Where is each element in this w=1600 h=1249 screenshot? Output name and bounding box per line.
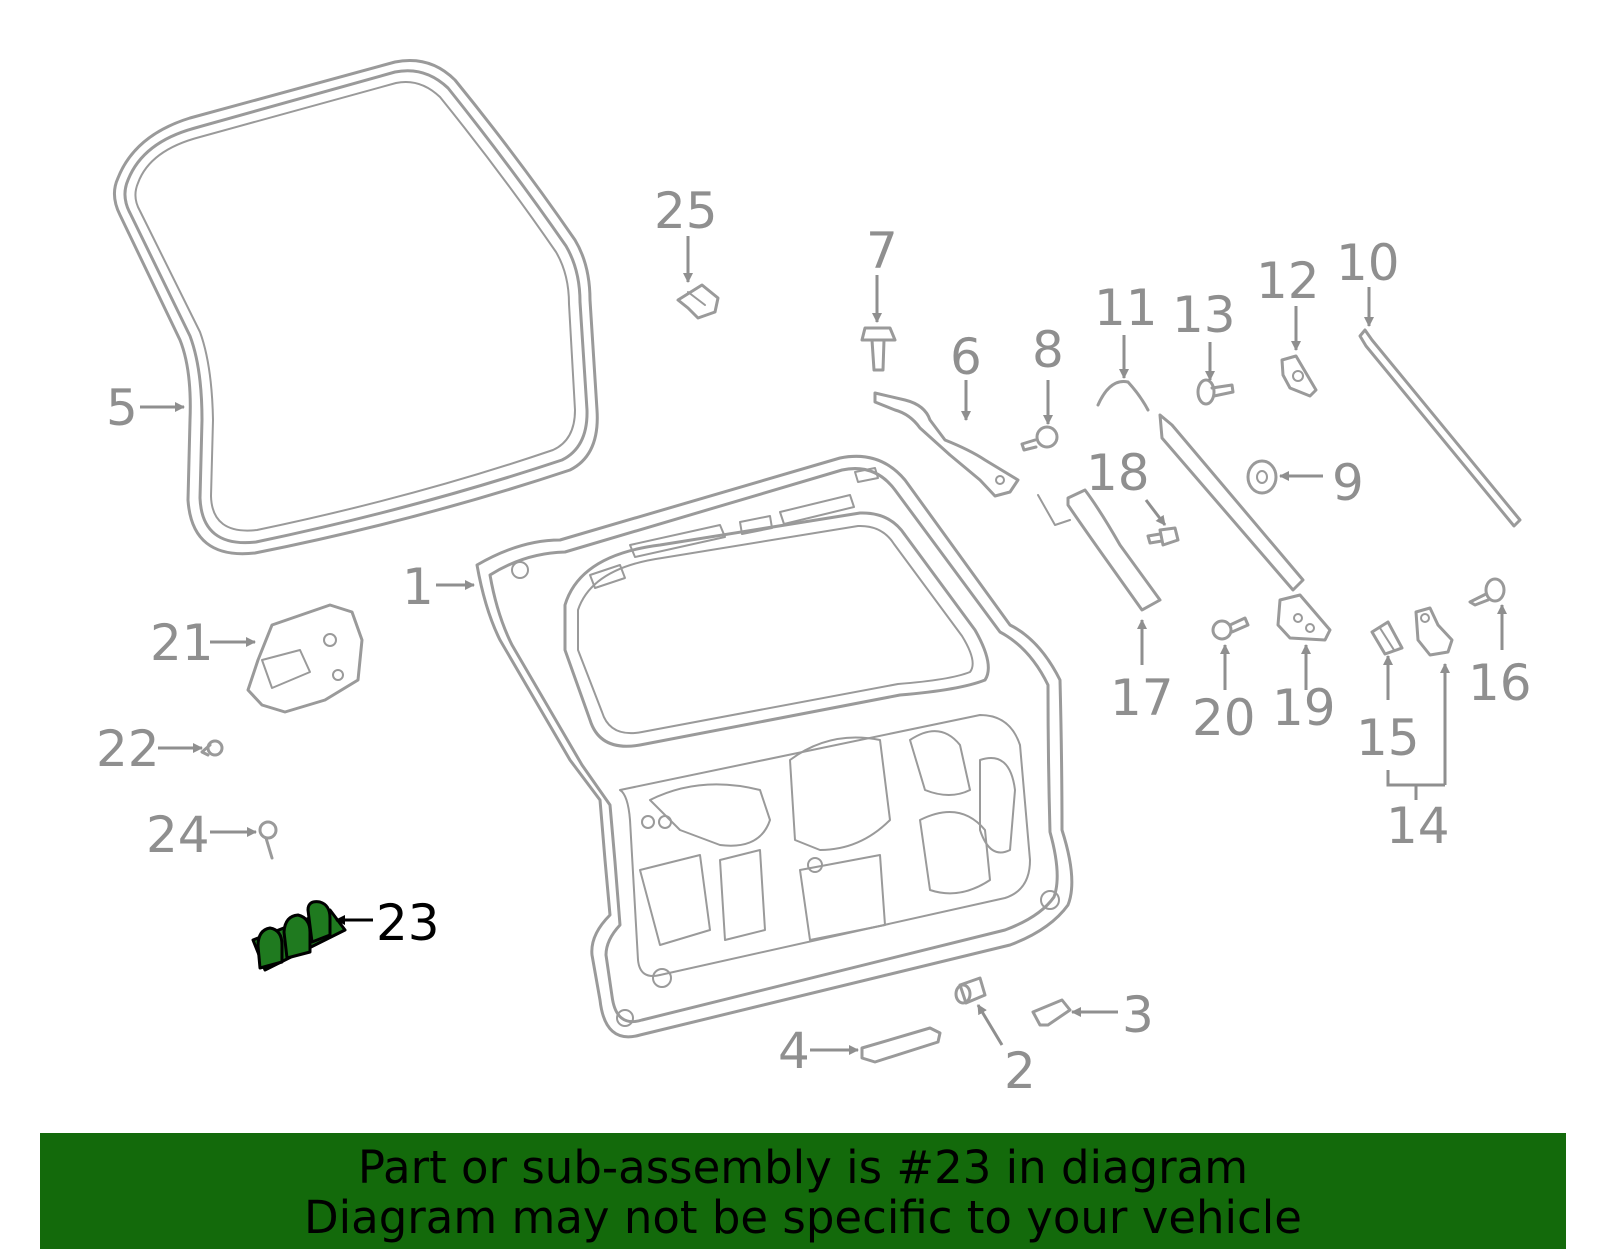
callout-17: 17 <box>1110 669 1174 727</box>
part-18-bolt <box>1146 526 1180 547</box>
callout-1: 1 <box>402 558 434 616</box>
callout-10: 10 <box>1336 234 1400 292</box>
part-11-strut <box>1096 379 1305 592</box>
part-13-pin <box>1196 378 1235 406</box>
banner-line-1: Part or sub-assembly is #23 in diagram <box>357 1141 1249 1194</box>
callout-8: 8 <box>1032 321 1064 379</box>
part-10-strut <box>1358 328 1522 528</box>
callout-12: 12 <box>1256 252 1320 310</box>
callout-7: 7 <box>866 222 898 280</box>
part-24-screw <box>258 820 278 860</box>
callout-13: 13 <box>1172 286 1236 344</box>
part-16-clip <box>1468 577 1506 607</box>
part-20-bolt <box>1211 616 1250 641</box>
part-2-grommet <box>954 976 987 1005</box>
callout-5: 5 <box>106 379 138 437</box>
callout-22: 22 <box>96 720 160 778</box>
callout-19: 19 <box>1272 679 1336 737</box>
part-25-clip <box>676 283 720 320</box>
callout-25: 25 <box>654 182 718 240</box>
banner-line-2: Diagram may not be specific to your vehi… <box>304 1191 1302 1244</box>
part-12-bracket <box>1280 354 1318 398</box>
part-8-bolt <box>1020 425 1059 452</box>
part-3-clip <box>1031 998 1072 1027</box>
part-9-washer <box>1246 459 1278 495</box>
callout-arrows <box>140 236 1507 1055</box>
callout-9: 9 <box>1332 454 1364 512</box>
callout-16: 16 <box>1468 654 1532 712</box>
part-19-plate <box>1276 593 1332 642</box>
callout-11: 11 <box>1094 279 1158 337</box>
part-5-weatherstrip <box>113 58 599 556</box>
part-7-bolt <box>860 326 897 372</box>
callout-23: 23 <box>376 894 440 952</box>
part-14-striker <box>1414 606 1454 657</box>
callout-18: 18 <box>1086 444 1150 502</box>
callout-2: 2 <box>1004 1042 1036 1100</box>
part-23-highlighted-bracket <box>251 900 347 972</box>
callout-6: 6 <box>950 328 982 386</box>
part-21-latch <box>246 603 364 714</box>
part-4-pad <box>860 1026 942 1064</box>
callout-20: 20 <box>1192 689 1256 747</box>
callout-15: 15 <box>1356 709 1420 767</box>
part-6-hinge <box>873 391 1020 498</box>
callout-14: 14 <box>1386 797 1450 855</box>
callout-labels: 1 2 3 4 5 6 7 8 9 10 11 12 13 14 15 16 1… <box>96 182 1532 1100</box>
part-22-bolt <box>200 739 224 757</box>
part-17-channel <box>1037 488 1162 612</box>
callout-3: 3 <box>1122 986 1154 1044</box>
callout-24: 24 <box>146 806 210 864</box>
part-1-liftgate-panel <box>475 454 1074 1039</box>
info-banner: Part or sub-assembly is #23 in diagram D… <box>40 1133 1566 1249</box>
callout-21: 21 <box>150 614 214 672</box>
part-15-pad <box>1370 620 1404 656</box>
callout-4: 4 <box>778 1022 810 1080</box>
